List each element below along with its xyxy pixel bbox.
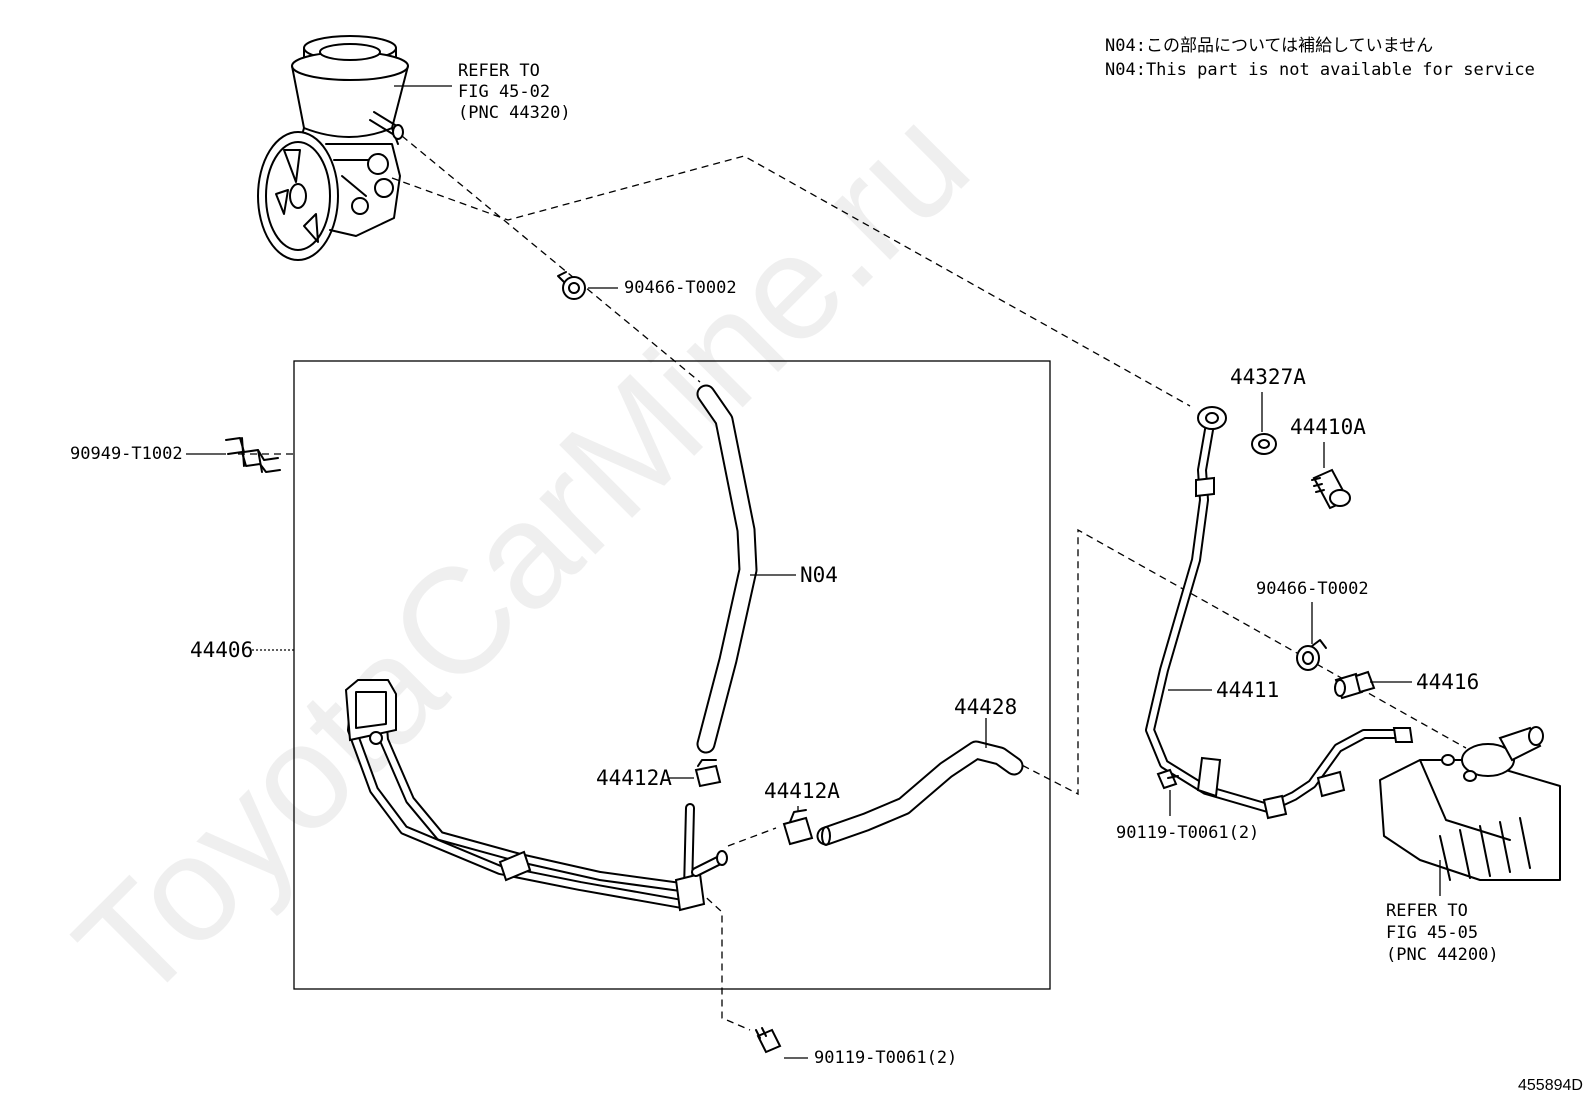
hose-44428[interactable] — [816, 740, 1024, 846]
assembly-label: 44406 — [190, 638, 253, 662]
union-bolt-44410a[interactable] — [1311, 468, 1351, 510]
tube-44411[interactable] — [1145, 406, 1414, 820]
clamp-90466-top[interactable] — [557, 271, 586, 300]
clamp-right-label: 90466-T0002 — [1256, 579, 1369, 599]
bolt-right-label: 90119-T0061(2) — [1116, 823, 1259, 843]
tube-44411-label: 44411 — [1216, 678, 1279, 702]
power-steering-pump[interactable] — [257, 35, 409, 261]
dash-hose-to-clamp — [727, 827, 777, 847]
clamp-90466-right[interactable] — [1296, 639, 1327, 671]
hose-n04[interactable] — [696, 384, 758, 754]
valve-44416[interactable] — [1334, 670, 1376, 700]
bolt-90119-right[interactable] — [1156, 768, 1179, 790]
note-japanese: N04:この部品については補給していません — [1105, 36, 1433, 56]
bolt-90119-bottom[interactable] — [755, 1027, 782, 1054]
pump-ref-line2: FIG 45-02 — [458, 82, 550, 102]
gasket-label: 44327A — [1230, 365, 1306, 389]
bolt-bottom-label: 90119-T0061(2) — [814, 1048, 957, 1068]
union-bolt-label: 44410A — [1290, 415, 1366, 439]
gear-ref-line3: (PNC 44200) — [1386, 945, 1499, 965]
clip-left-label: 90949-T1002 — [70, 444, 183, 464]
figure-number: 455894D — [1518, 1077, 1583, 1094]
gasket-44327a[interactable] — [1251, 433, 1277, 455]
steering-gear[interactable] — [1379, 726, 1561, 881]
clamp-44412a-mid[interactable] — [782, 809, 814, 846]
pump-ref-line1: REFER TO — [458, 61, 540, 81]
pump-ref-line3: (PNC 44320) — [458, 103, 571, 123]
clamp-44412a-left[interactable] — [694, 759, 722, 788]
gear-ref-line2: FIG 45-05 — [1386, 923, 1478, 943]
dash-44428-to-gear — [1011, 528, 1467, 796]
dash-pump-to-44327a — [391, 155, 1191, 407]
dash-bolt-bottom — [697, 889, 751, 1031]
clamp-a-left-label: 44412A — [596, 766, 672, 790]
watermark: ToyotaCarMine.ru — [44, 77, 1000, 1033]
clamp-a-mid-label: 44412A — [764, 779, 840, 803]
assembly-44406-box — [293, 360, 1051, 990]
clamp-top-label: 90466-T0002 — [624, 278, 737, 298]
dash-pump-to-n04 — [401, 135, 701, 383]
clip-90949[interactable] — [225, 437, 281, 473]
gear-ref-line1: REFER TO — [1386, 901, 1468, 921]
tube-assembly-44406[interactable] — [344, 679, 728, 912]
valve-label: 44416 — [1416, 670, 1479, 694]
n04-label: N04 — [800, 563, 838, 587]
note-english: N04:This part is not available for servi… — [1105, 60, 1535, 80]
hose-44428-label: 44428 — [954, 695, 1017, 719]
